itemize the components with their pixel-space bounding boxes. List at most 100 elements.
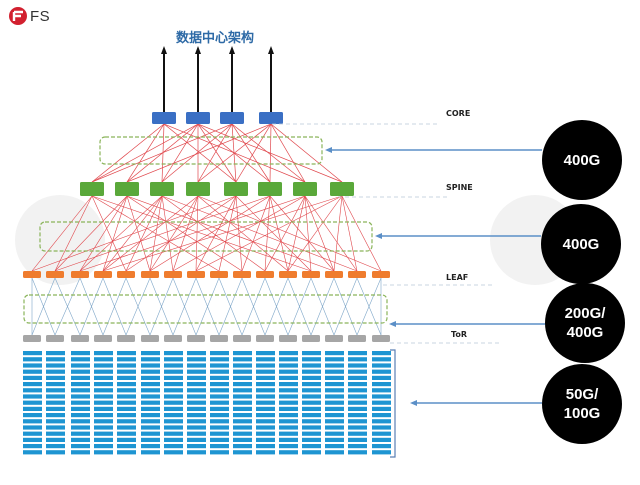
server-unit [302, 357, 321, 362]
layer-label-core: CORE [446, 109, 471, 118]
server-unit [256, 419, 275, 424]
server-unit [210, 369, 229, 374]
leaf-switch [23, 271, 41, 278]
server-unit [117, 357, 136, 362]
badge-text: 400G [563, 151, 601, 169]
server-unit [187, 413, 206, 418]
link-spine-leaf [264, 195, 306, 272]
server-unit [210, 406, 229, 411]
fs-logo: FS [8, 6, 50, 26]
server-unit [23, 351, 42, 356]
server-unit [348, 406, 367, 411]
server-unit [256, 450, 275, 455]
server-unit [325, 419, 344, 424]
server-unit [141, 363, 160, 368]
server-unit [46, 419, 65, 424]
server-unit [46, 369, 65, 374]
link-spine-leaf [54, 195, 271, 272]
link-spine-leaf [161, 195, 358, 272]
tor-switch [23, 335, 41, 342]
server-unit [141, 351, 160, 356]
server-unit [141, 419, 160, 424]
link-leaf-tor [218, 277, 243, 336]
server-unit [325, 357, 344, 362]
link-spine-leaf [197, 195, 382, 272]
server-unit [71, 375, 90, 380]
server-unit [187, 388, 206, 393]
server-unit [372, 382, 391, 387]
server-unit [256, 406, 275, 411]
link-core-spine [126, 123, 272, 183]
server-unit [46, 357, 65, 362]
server-unit [164, 375, 183, 380]
server-unit [348, 400, 367, 405]
server-unit [46, 394, 65, 399]
link-spine-leaf [161, 195, 174, 272]
server-unit [348, 394, 367, 399]
arrow-up-icon [161, 46, 167, 54]
link-spine-leaf [126, 195, 151, 272]
server-unit [233, 450, 252, 455]
server-unit [117, 382, 136, 387]
server-unit [233, 388, 252, 393]
layer-label-tor: ToR [451, 330, 468, 339]
server-unit [94, 375, 113, 380]
server-unit [71, 363, 90, 368]
server-unit [117, 363, 136, 368]
server-unit [372, 357, 391, 362]
server-unit [233, 394, 252, 399]
server-unit [187, 394, 206, 399]
server-unit [71, 419, 90, 424]
link-core-spine [235, 123, 272, 183]
link-spine-leaf [125, 195, 237, 272]
link-spine-leaf [91, 195, 220, 272]
server-unit [279, 419, 298, 424]
server-unit [233, 425, 252, 430]
link-spine-leaf [241, 195, 271, 272]
tor-switch [325, 335, 343, 342]
bandwidth-arrows [325, 147, 545, 406]
link-leaf-tor [54, 277, 81, 336]
server-unit [23, 382, 42, 387]
server-unit [279, 444, 298, 449]
leaf-switch [210, 271, 228, 278]
server-unit [279, 363, 298, 368]
server-unit [46, 431, 65, 436]
server-unit [325, 400, 344, 405]
server-unit [94, 431, 113, 436]
server-unit [233, 382, 252, 387]
server-unit [141, 450, 160, 455]
link-spine-leaf [79, 195, 128, 272]
server-unit [141, 394, 160, 399]
server-unit [23, 394, 42, 399]
link-core-spine [270, 123, 306, 183]
server-unit [279, 357, 298, 362]
server-unit [372, 437, 391, 442]
server-unit [233, 413, 252, 418]
layer-label-leaf: LEAF [446, 273, 469, 282]
badge-text-line1: 50G/ [565, 386, 599, 403]
server-unit [325, 413, 344, 418]
server-unit [302, 375, 321, 380]
server-unit [164, 382, 183, 387]
server-unit [302, 431, 321, 436]
link-spine-leaf [31, 195, 237, 272]
server-unit [46, 406, 65, 411]
server-unit [23, 388, 42, 393]
server-unit [71, 431, 90, 436]
badge-text-line2: 100G [563, 405, 601, 422]
server-unit [348, 357, 367, 362]
link-spine-leaf [126, 195, 335, 272]
server-unit [372, 351, 391, 356]
server-unit [372, 394, 391, 399]
server-unit [256, 357, 275, 362]
server-unit [372, 444, 391, 449]
server-unit [210, 351, 229, 356]
server-unit [94, 357, 113, 362]
server-unit [141, 413, 160, 418]
link-spine-leaf [102, 195, 163, 272]
server-unit [325, 394, 344, 399]
leaf-switch [141, 271, 159, 278]
link-leaf-tor [79, 277, 104, 336]
